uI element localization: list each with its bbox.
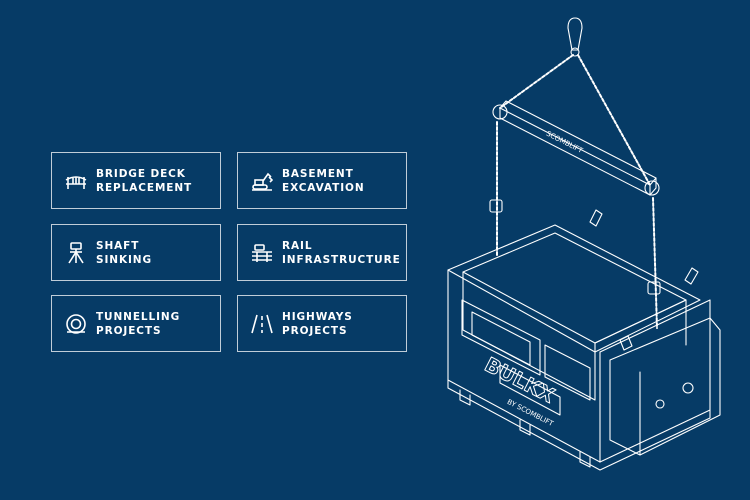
card-bridge-deck-replacement[interactable]: BRIDGE DECK REPLACEMENT [51,152,221,209]
lifting-ring [567,17,583,51]
bulk-box: BULKX BY SCOMBLIFT [447,209,721,471]
card-label: TUNNELLING PROJECTS [96,310,181,337]
survey-tripod-icon [65,241,87,264]
card-highways-projects[interactable]: HIGHWAYS PROJECTS [237,295,407,352]
lifting-box-illustration: SCOMBLIFT BULKX BY SCOMBLIFT [447,17,721,471]
lower-chain-right [652,197,658,329]
spreader-beam: SCOMBLIFT [492,100,660,196]
top-chain-left [499,54,574,109]
card-tunnelling-projects[interactable]: TUNNELLING PROJECTS [51,295,221,352]
card-shaft-sinking[interactable]: SHAFT SINKING [51,224,221,281]
card-label: BRIDGE DECK REPLACEMENT [96,167,193,194]
excavator-icon [251,170,273,192]
card-label: SHAFT SINKING [96,239,153,266]
tunnel-icon [65,313,87,335]
top-chain-right [577,54,651,186]
card-rail-infrastructure[interactable]: RAIL INFRASTRUCTURE [237,224,407,281]
card-label: HIGHWAYS PROJECTS [282,310,353,337]
bridge-icon [65,170,87,192]
rail-icon [251,242,273,264]
highway-icon [251,313,273,335]
card-basement-excavation[interactable]: BASEMENT EXCAVATION [237,152,407,209]
card-label: BASEMENT EXCAVATION [282,167,365,194]
card-label: RAIL INFRASTRUCTURE [282,239,401,266]
